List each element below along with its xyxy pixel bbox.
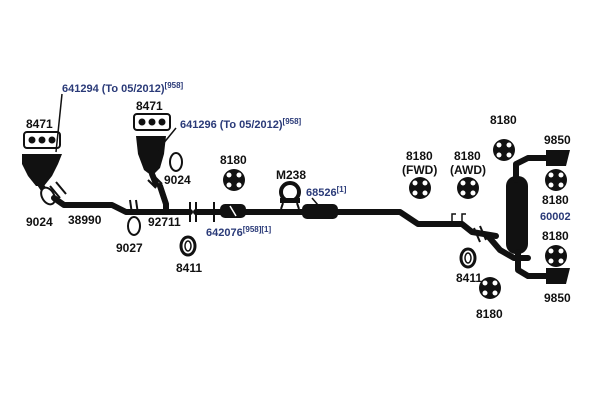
hanger-8180-bottom xyxy=(479,277,501,299)
label-642076: 642076[958][1] xyxy=(206,225,272,239)
gasket-8411-right xyxy=(459,247,477,269)
resonator-642076 xyxy=(220,204,246,218)
label-8180-awd: 8180 xyxy=(454,149,481,163)
front-pipe-38990 xyxy=(51,195,143,215)
hanger-brackets xyxy=(451,213,466,222)
clamp-M238 xyxy=(279,181,301,210)
tailpipe-upper xyxy=(513,155,549,183)
exhaust-tip-9850-bottom xyxy=(546,268,570,284)
resonator-68526 xyxy=(302,204,338,219)
leader-641296 xyxy=(157,127,177,151)
label-8180-right-upper: 8180 xyxy=(542,193,569,207)
catalytic-converter-641296 xyxy=(136,136,166,187)
exhaust-tip-9850-top xyxy=(546,150,570,166)
label-8411-left: 8411 xyxy=(176,261,202,275)
leader-641294 xyxy=(55,93,63,153)
leader-68526 xyxy=(311,197,319,206)
gasket-9024-mid xyxy=(169,152,183,172)
hanger-8180-top xyxy=(493,139,515,161)
label-8180-mid: 8180 xyxy=(220,153,247,167)
label-8471-mid: 8471 xyxy=(136,99,163,113)
hanger-8180-right-lower xyxy=(545,245,567,267)
label-M238: M238 xyxy=(276,168,306,182)
tailpipe-lower xyxy=(515,249,549,279)
label-9024-left: 9024 xyxy=(26,215,53,229)
hanger-8180-mid xyxy=(223,169,245,191)
gasket-8411-left xyxy=(179,235,197,257)
label-38990: 38990 xyxy=(68,213,102,227)
gasket-9024-left xyxy=(40,186,56,206)
label-8180-top: 8180 xyxy=(490,113,517,127)
label-641294: 641294 (To 05/2012)[958] xyxy=(62,81,184,95)
label-9850-top: 9850 xyxy=(544,133,571,147)
label-60002: 60002 xyxy=(540,211,571,223)
label-9024-mid: 9024 xyxy=(164,173,191,187)
label-92711: 92711 xyxy=(148,215,181,229)
label-fwd: (FWD) xyxy=(402,163,437,177)
flange-marks-right xyxy=(473,225,487,243)
hanger-8180-awd xyxy=(457,177,479,199)
y-pipe-92711 xyxy=(157,183,189,215)
gasket-8471-left xyxy=(23,131,61,149)
muffler-60002 xyxy=(506,176,528,254)
label-8180-fwd: 8180 xyxy=(406,149,433,163)
hanger-8180-fwd xyxy=(409,177,431,199)
label-8180-bottom: 8180 xyxy=(476,307,503,321)
label-641296: 641296 (To 05/2012)[958] xyxy=(180,117,302,131)
label-68526: 68526[1] xyxy=(306,185,347,199)
label-8180-right-lower: 8180 xyxy=(542,229,569,243)
gasket-9027 xyxy=(127,216,141,236)
label-9850-bottom: 9850 xyxy=(544,291,571,305)
hanger-8180-right-upper xyxy=(545,169,567,191)
label-8411-right: 8411 xyxy=(456,271,482,285)
label-9027: 9027 xyxy=(116,241,143,255)
label-awd: (AWD) xyxy=(450,163,486,177)
label-8471-left: 8471 xyxy=(26,117,53,131)
gasket-8471-mid xyxy=(133,113,171,131)
